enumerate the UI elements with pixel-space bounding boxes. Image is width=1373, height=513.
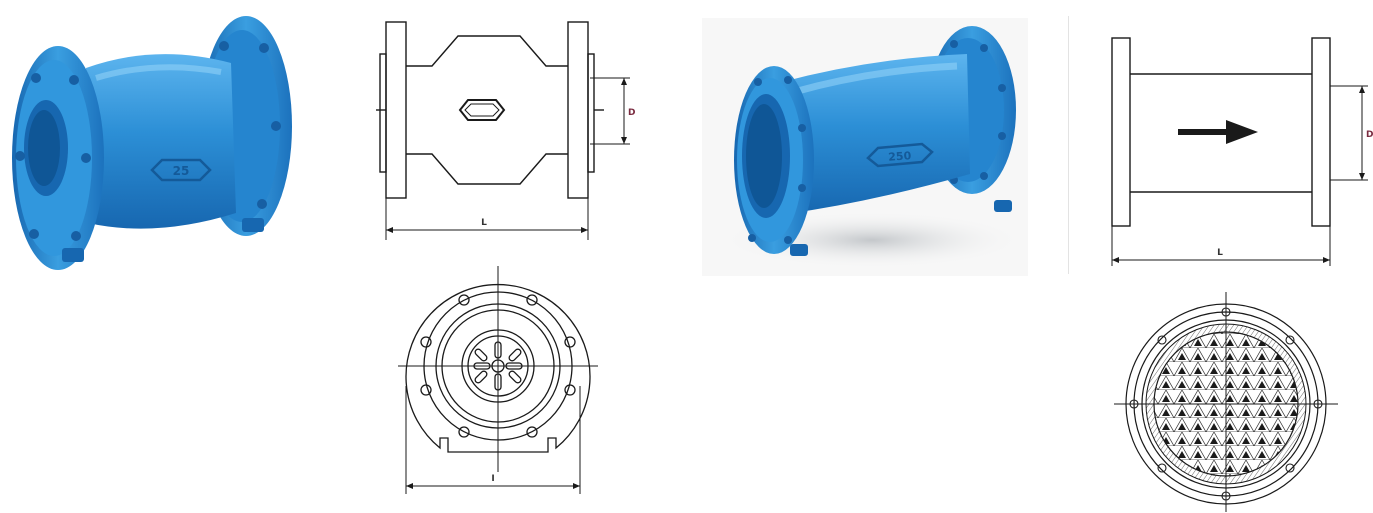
product-2-side-drawing: D L <box>1104 34 1373 266</box>
product-2-front-drawing <box>1110 292 1340 512</box>
separator-line <box>1068 16 1069 274</box>
product-1-side-drawing: D L <box>372 18 642 240</box>
dim-l-label: L <box>1217 248 1223 258</box>
arrow-right-icon <box>1178 120 1258 144</box>
svg-text:25: 25 <box>173 164 190 178</box>
dim-d-label: D <box>628 108 635 118</box>
product-1-photo: 25 <box>6 8 296 270</box>
casting-mark-badge: 25 <box>150 158 212 182</box>
svg-text:250: 250 <box>888 149 912 164</box>
dim-l-label: L <box>481 218 487 228</box>
product-2-photo: 250 <box>702 18 1032 276</box>
product-1-front-drawing: I <box>398 266 598 494</box>
dim-d-label: D <box>1366 130 1373 140</box>
casting-mark-badge: 250 <box>866 142 934 168</box>
dim-i-label: I <box>491 474 494 484</box>
